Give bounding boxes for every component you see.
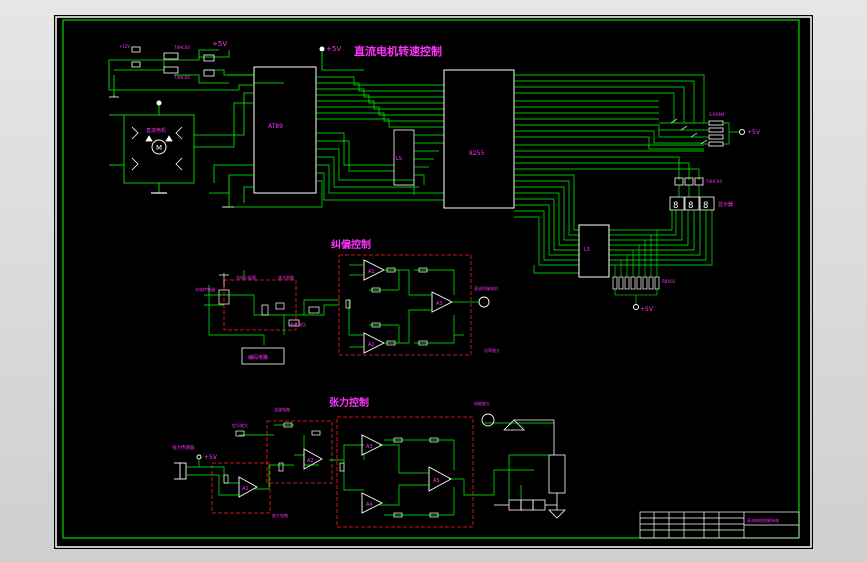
plus5-cpu: +5V — [326, 45, 341, 53]
tension-amp-box — [336, 416, 474, 528]
small-label-16: 放大电路 — [272, 512, 288, 518]
svg-text:8: 8 — [703, 201, 708, 211]
correction-wires — [348, 264, 464, 348]
small-label-8: 光电传感器 — [195, 286, 215, 292]
correction-resistors — [345, 267, 428, 346]
resistor-bank-top — [708, 120, 724, 147]
cpu-left-wires — [194, 84, 254, 208]
drawing-sheet: 直流电机转速控制 — [54, 15, 813, 549]
title-tension: 张力控制 — [329, 396, 369, 409]
small-label-6: 显示器 — [718, 202, 733, 208]
tension-vcc-node — [196, 454, 202, 460]
vcc-right-node — [739, 129, 745, 135]
i8255-right-bus — [514, 74, 705, 266]
power-section — [108, 49, 284, 95]
sensor-box — [241, 347, 285, 365]
tension-opamps — [238, 434, 452, 514]
gauge-icon — [481, 413, 495, 427]
i8255-chip — [443, 69, 515, 209]
latch-label: LS — [396, 156, 402, 162]
seg-driver-chip — [578, 224, 610, 278]
seven-seg-display: 8 8 8 — [669, 196, 715, 211]
correction-sensor-box — [223, 279, 297, 331]
schematic-canvas: 直流电机转速控制 — [55, 16, 812, 548]
vcc-bottom-node — [633, 304, 639, 310]
tension-sensor-label: 张力传感器 — [172, 444, 195, 451]
tension-input-box — [211, 462, 271, 514]
plus5-bottom: +5V — [640, 306, 654, 313]
amp-a2-label: A2 — [368, 342, 375, 348]
tension-wires — [186, 422, 554, 516]
amp-a1-label: A1 — [368, 269, 375, 275]
small-label-12: 直流伺服电机 — [474, 285, 498, 291]
motor-m: M — [156, 144, 162, 152]
amp-b2-label: A2 — [307, 458, 314, 464]
title-main: 直流电机转速控制 — [354, 44, 442, 58]
correction-input-parts — [218, 273, 320, 327]
small-label-5: 74HC04 — [706, 179, 722, 184]
cpu-chip — [253, 66, 317, 194]
tension-sensor — [174, 462, 187, 480]
bridge-top-node — [156, 100, 162, 106]
valve-assembly — [494, 419, 566, 519]
tension-resistors — [223, 422, 439, 518]
small-label-3: 74HC04 — [174, 75, 190, 80]
outer-frame — [55, 16, 812, 548]
inner-frame — [62, 19, 800, 539]
small-label-17: 电磁放大 — [474, 400, 490, 406]
small-label-4: S-RON4 — [709, 112, 725, 117]
correction-motor-icon — [478, 296, 490, 308]
power-components — [109, 46, 215, 98]
motor-label: 直流电机 — [146, 127, 166, 134]
small-label-9: 光纤二极管 — [236, 274, 256, 280]
small-label-2: 74HC04 — [174, 45, 190, 50]
small-label-1: +12V — [119, 44, 130, 49]
amp-b1-label: A1 — [242, 486, 249, 492]
svg-text:8: 8 — [688, 201, 693, 211]
bridge-transistors — [131, 126, 183, 171]
small-label-10: 放大电路 — [278, 274, 294, 280]
small-label-14: 信号放大 — [232, 422, 248, 428]
resistor-array-wires — [614, 230, 658, 305]
motor-icon — [151, 139, 167, 155]
resistor-array — [612, 276, 660, 290]
title-block — [639, 511, 800, 539]
amp-b3-label: A3 — [366, 444, 373, 450]
latch-wires — [414, 134, 444, 185]
resistor-bank-wires — [704, 122, 739, 145]
seg-driver-label: LS — [584, 247, 590, 253]
plus5-tension: +5V — [204, 454, 218, 461]
amp-b5-label: A5 — [433, 478, 440, 484]
cpu-label: AT89 — [268, 123, 283, 130]
valve-wires — [508, 454, 549, 500]
title-block-text: 直流电机控制系统 — [747, 517, 779, 523]
plus5-right: +5V — [747, 129, 761, 136]
h-bridge — [109, 105, 229, 193]
small-label-7: R8X02 — [662, 279, 676, 284]
correction-opamps — [363, 259, 454, 354]
sensor-box-label: 编码电路 — [248, 354, 268, 361]
vcc-pin-top — [319, 46, 364, 71]
latch-chip — [393, 129, 415, 186]
switch-contacts — [670, 118, 708, 145]
small-label-11: 参考电压 — [290, 321, 306, 327]
small-label-13: 功率放大 — [484, 347, 500, 353]
amp-a3-label: A3 — [436, 301, 443, 307]
amp-b4-label: A4 — [366, 502, 373, 508]
plus5-top: +5V — [212, 40, 227, 48]
svg-text:8: 8 — [673, 201, 678, 211]
tension-filter-box — [266, 420, 333, 484]
digit-wires — [678, 185, 700, 197]
small-label-15: 滤波电路 — [274, 406, 290, 412]
i8255-label: 8255 — [469, 150, 484, 157]
cpu-8255-bus — [234, 76, 444, 208]
title-correction: 纠偏控制 — [331, 238, 371, 251]
seg-bus — [533, 210, 713, 274]
